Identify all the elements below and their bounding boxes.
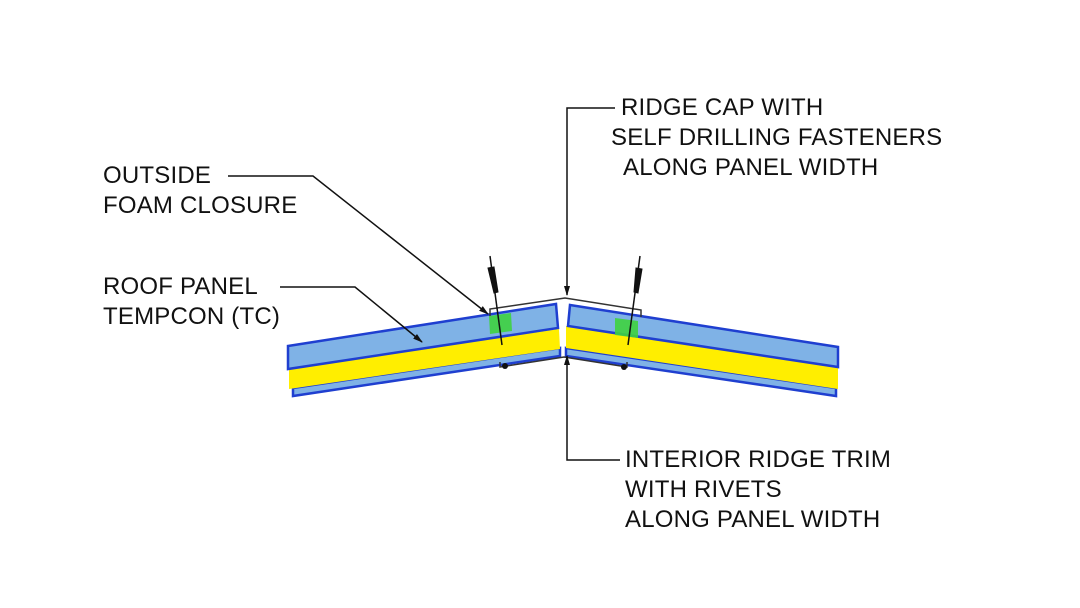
right-panel-insulation: [566, 326, 838, 389]
ridge-cap: [489, 297, 642, 317]
interior-trim-leader: [564, 355, 620, 461]
label-line: OUTSIDE: [103, 162, 212, 189]
outside-foam-leader: [228, 175, 489, 315]
left-fastener: [487, 255, 503, 346]
roof-panel-leader: [280, 286, 423, 343]
label-line: WITH RIVETS: [625, 476, 782, 503]
label-line: RIDGE CAP WITH: [621, 94, 824, 121]
label-line: TEMPCON (TC): [103, 303, 281, 330]
label-line: ROOF PANEL: [103, 273, 258, 300]
label-line: SELF DRILLING FASTENERS: [611, 124, 943, 151]
label-line: ALONG PANEL WIDTH: [625, 506, 881, 533]
right-rivet: [621, 364, 627, 370]
left-roof-panel: [286, 302, 562, 398]
outside-foam-label: OUTSIDE FOAM CLOSURE: [103, 161, 297, 221]
right-roof-panel: [564, 303, 840, 398]
roof-panel-label: ROOF PANEL TEMPCON (TC): [103, 272, 280, 332]
label-line: FOAM CLOSURE: [103, 192, 298, 219]
left-rivet: [502, 363, 508, 369]
left-panel-insulation: [289, 329, 560, 389]
ridge-cap-label: RIDGE CAP WITH SELF DRILLING FASTENERS ALO…: [611, 93, 942, 183]
label-line: ALONG PANEL WIDTH: [623, 154, 879, 181]
right-foam-closure: [615, 318, 638, 338]
right-panel-top-layer: [566, 303, 840, 369]
interior-trim-label: INTERIOR RIDGE TRIM WITH RIVETS ALONG PANE…: [625, 445, 891, 535]
left-foam-closure: [489, 313, 512, 334]
right-fastener: [627, 255, 643, 346]
label-line: INTERIOR RIDGE TRIM: [625, 446, 892, 473]
ridge-cap-leader: [564, 107, 615, 296]
